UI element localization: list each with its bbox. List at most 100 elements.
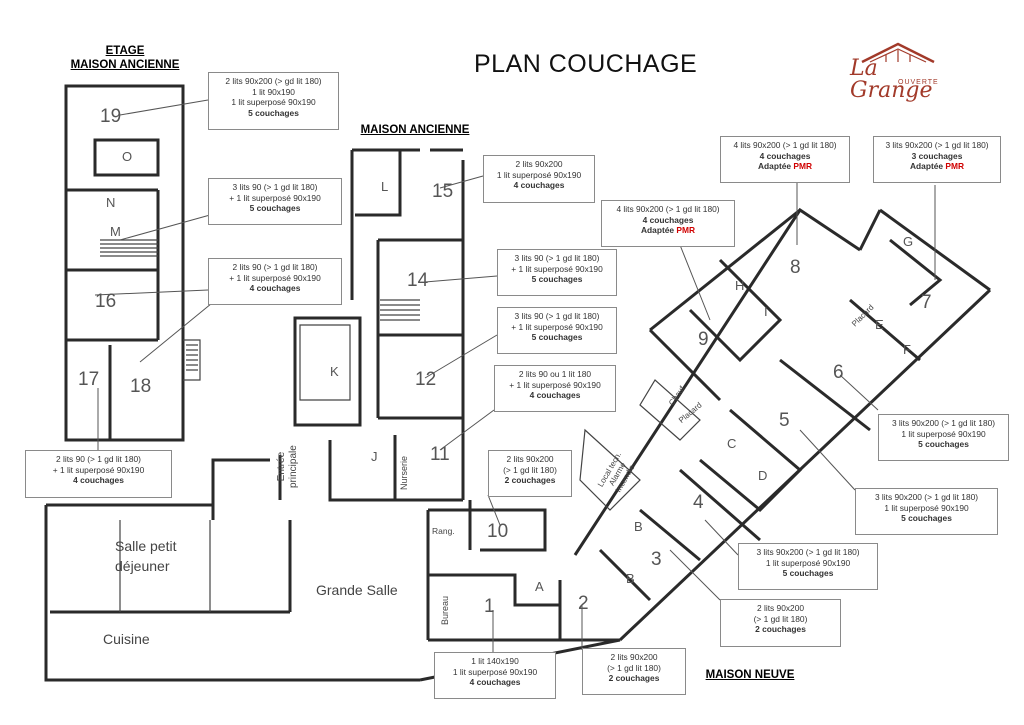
room-3: 3 [651,549,662,570]
nurserie-label: Nurserie [399,455,409,490]
info-box-room-3: 2 lits 90x200 (> 1 gd lit 180) 2 couchag… [720,599,841,647]
box3-l1: 2 lits 90x200 [756,603,805,613]
box6-l3: 5 couchages [918,439,969,450]
box9-l1: 4 lits 90x200 (> 1 gd lit 180) [616,204,720,214]
box16-l1: 2 lits 90 (> 1 gd lit 180) [232,262,318,272]
box19-l4: 5 couchages [248,107,299,118]
box6-l2: 1 lit superposé 90x190 [901,428,986,439]
info-box-room-8: 4 lits 90x200 (> 1 gd lit 180) 4 couchag… [720,136,850,183]
entree-line1: Entrée [276,451,287,482]
box9-pmr: PMR [676,225,695,236]
box7-l1: 3 lits 90x200 (> 1 gd lit 180) [885,140,989,150]
box8-pmr: PMR [793,161,812,172]
room-4: 4 [693,492,704,513]
page-title: PLAN COUCHAGE [474,50,698,78]
logo-subtext: OUVERTE [898,79,939,86]
room-E: E [875,317,884,332]
salle-petit-dejeuner-line2: déjeuner [115,558,170,574]
rangement-label: Rang. [432,526,455,536]
info-box-room-6: 3 lits 90x200 (> 1 gd lit 180) 1 lit sup… [878,414,1009,461]
info-box-room-2: 2 lits 90x200 (> 1 gd lit 180) 2 couchag… [582,648,686,695]
box16-l2: + 1 lit superposé 90x190 [229,272,321,283]
box15-l3: 4 couchages [513,180,565,191]
boxM-l2: + 1 lit superposé 90x190 [229,192,321,203]
leader-lines [94,99,936,655]
boxM-l1: 3 lits 90 (> 1 gd lit 180) [232,182,318,192]
box1-l2: 1 lit superposé 90x190 [452,666,538,677]
room-15: 15 [432,181,454,202]
room-17: 17 [78,369,100,390]
room-M: M [110,224,121,239]
box10-l2: (> 1 gd lit 180) [503,464,557,475]
etage-heading-line2: MAISON ANCIENNE [70,59,180,71]
room-1: 1 [484,596,495,617]
box8-l2: 4 couchages [759,150,811,161]
etage-heading: ETAGE MAISON ANCIENNE [60,44,190,72]
room-14: 14 [407,270,429,291]
info-box-room-19: 2 lits 90x200 (> gd lit 180) 1 lit 90x19… [208,72,339,130]
room-12: 12 [415,369,437,390]
info-box-room-14: 3 lits 90 (> 1 gd lit 180) + 1 lit super… [497,249,617,296]
box2-l2: (> 1 gd lit 180) [607,662,661,673]
box5-l1: 3 lits 90x200 (> 1 gd lit 180) [874,492,979,502]
box6-l1: 3 lits 90x200 (> 1 gd lit 180) [891,418,996,428]
maison-ancienne-heading: MAISON ANCIENNE [360,124,470,136]
box4-l1: 3 lits 90x200 (> 1 gd lit 180) [756,547,860,557]
box8-adaptee: Adaptée [758,161,792,172]
bureau-label: Bureau [440,595,450,625]
info-box-room-16: 2 lits 90 (> 1 gd lit 180) + 1 lit super… [208,258,342,305]
box10-l3: 2 couchages [504,475,556,486]
room-F: F [903,342,911,357]
box2-l3: 2 couchages [608,673,660,684]
info-box-room-7: 3 lits 90x200 (> 1 gd lit 180) 3 couchag… [873,136,1001,183]
box3-l3: 2 couchages [755,624,806,635]
room-10: 10 [487,521,509,542]
box4-l2: 1 lit superposé 90x190 [765,557,851,568]
room-B-upper: B [634,519,643,534]
room-5: 5 [779,410,790,431]
salle-petit-dejeuner-line1: Salle petit [115,538,177,554]
box15-l1: 2 lits 90x200 [515,159,563,169]
box7-adaptee: Adaptée [910,161,944,172]
roof-icon [861,42,935,64]
box7-pmr: PMR [945,161,964,172]
box17-l1: 2 lits 90 (> 1 gd lit 180) [56,454,141,464]
room-A: A [535,579,544,594]
box17-l3: 4 couchages [73,475,124,486]
box3-l2: (> 1 gd lit 180) [753,613,808,624]
box4-l3: 5 couchages [782,568,834,579]
info-box-room-17: 2 lits 90 (> 1 gd lit 180) + 1 lit super… [25,450,172,498]
room-C: C [727,436,737,451]
room-11: 11 [430,444,450,465]
room-2: 2 [578,593,589,614]
box5-l2: 1 lit superposé 90x190 [884,502,969,513]
info-box-room-11: 2 lits 90 ou 1 lit 180 + 1 lit superposé… [494,365,616,412]
box14-l2: + 1 lit superposé 90x190 [511,263,603,274]
room-J: J [371,449,378,464]
room-16: 16 [95,291,117,312]
etage-walls [64,84,201,442]
box12-l1: 3 lits 90 (> 1 gd lit 180) [514,311,600,321]
maison-neuve-heading: MAISON NEUVE [705,669,795,681]
room-N: N [106,195,116,210]
logo-text: La Grange [850,56,933,103]
grande-salle-label: Grande Salle [316,582,398,598]
room-8: 8 [790,257,801,278]
cuisine-label: Cuisine [103,631,150,647]
info-box-room-10: 2 lits 90x200 (> 1 gd lit 180) 2 couchag… [488,450,572,497]
room-D: D [758,468,768,483]
box1-l3: 4 couchages [469,677,521,688]
box19-l3: 1 lit superposé 90x190 [231,97,316,108]
info-box-room-9: 4 lits 90x200 (> 1 gd lit 180) 4 couchag… [601,200,735,247]
room-H: H [735,278,745,293]
box15-l2: 1 lit superposé 90x190 [496,169,582,180]
ancienne-walls [293,148,465,502]
info-box-room-M: 3 lits 90 (> 1 gd lit 180) + 1 lit super… [208,178,342,225]
box19-l2: 1 lit 90x190 [252,86,295,97]
box9-l2: 4 couchages [642,214,694,225]
box10-l1: 2 lits 90x200 [506,454,554,464]
box12-l3: 5 couchages [531,332,583,343]
box9-adaptee: Adaptée [641,225,675,236]
